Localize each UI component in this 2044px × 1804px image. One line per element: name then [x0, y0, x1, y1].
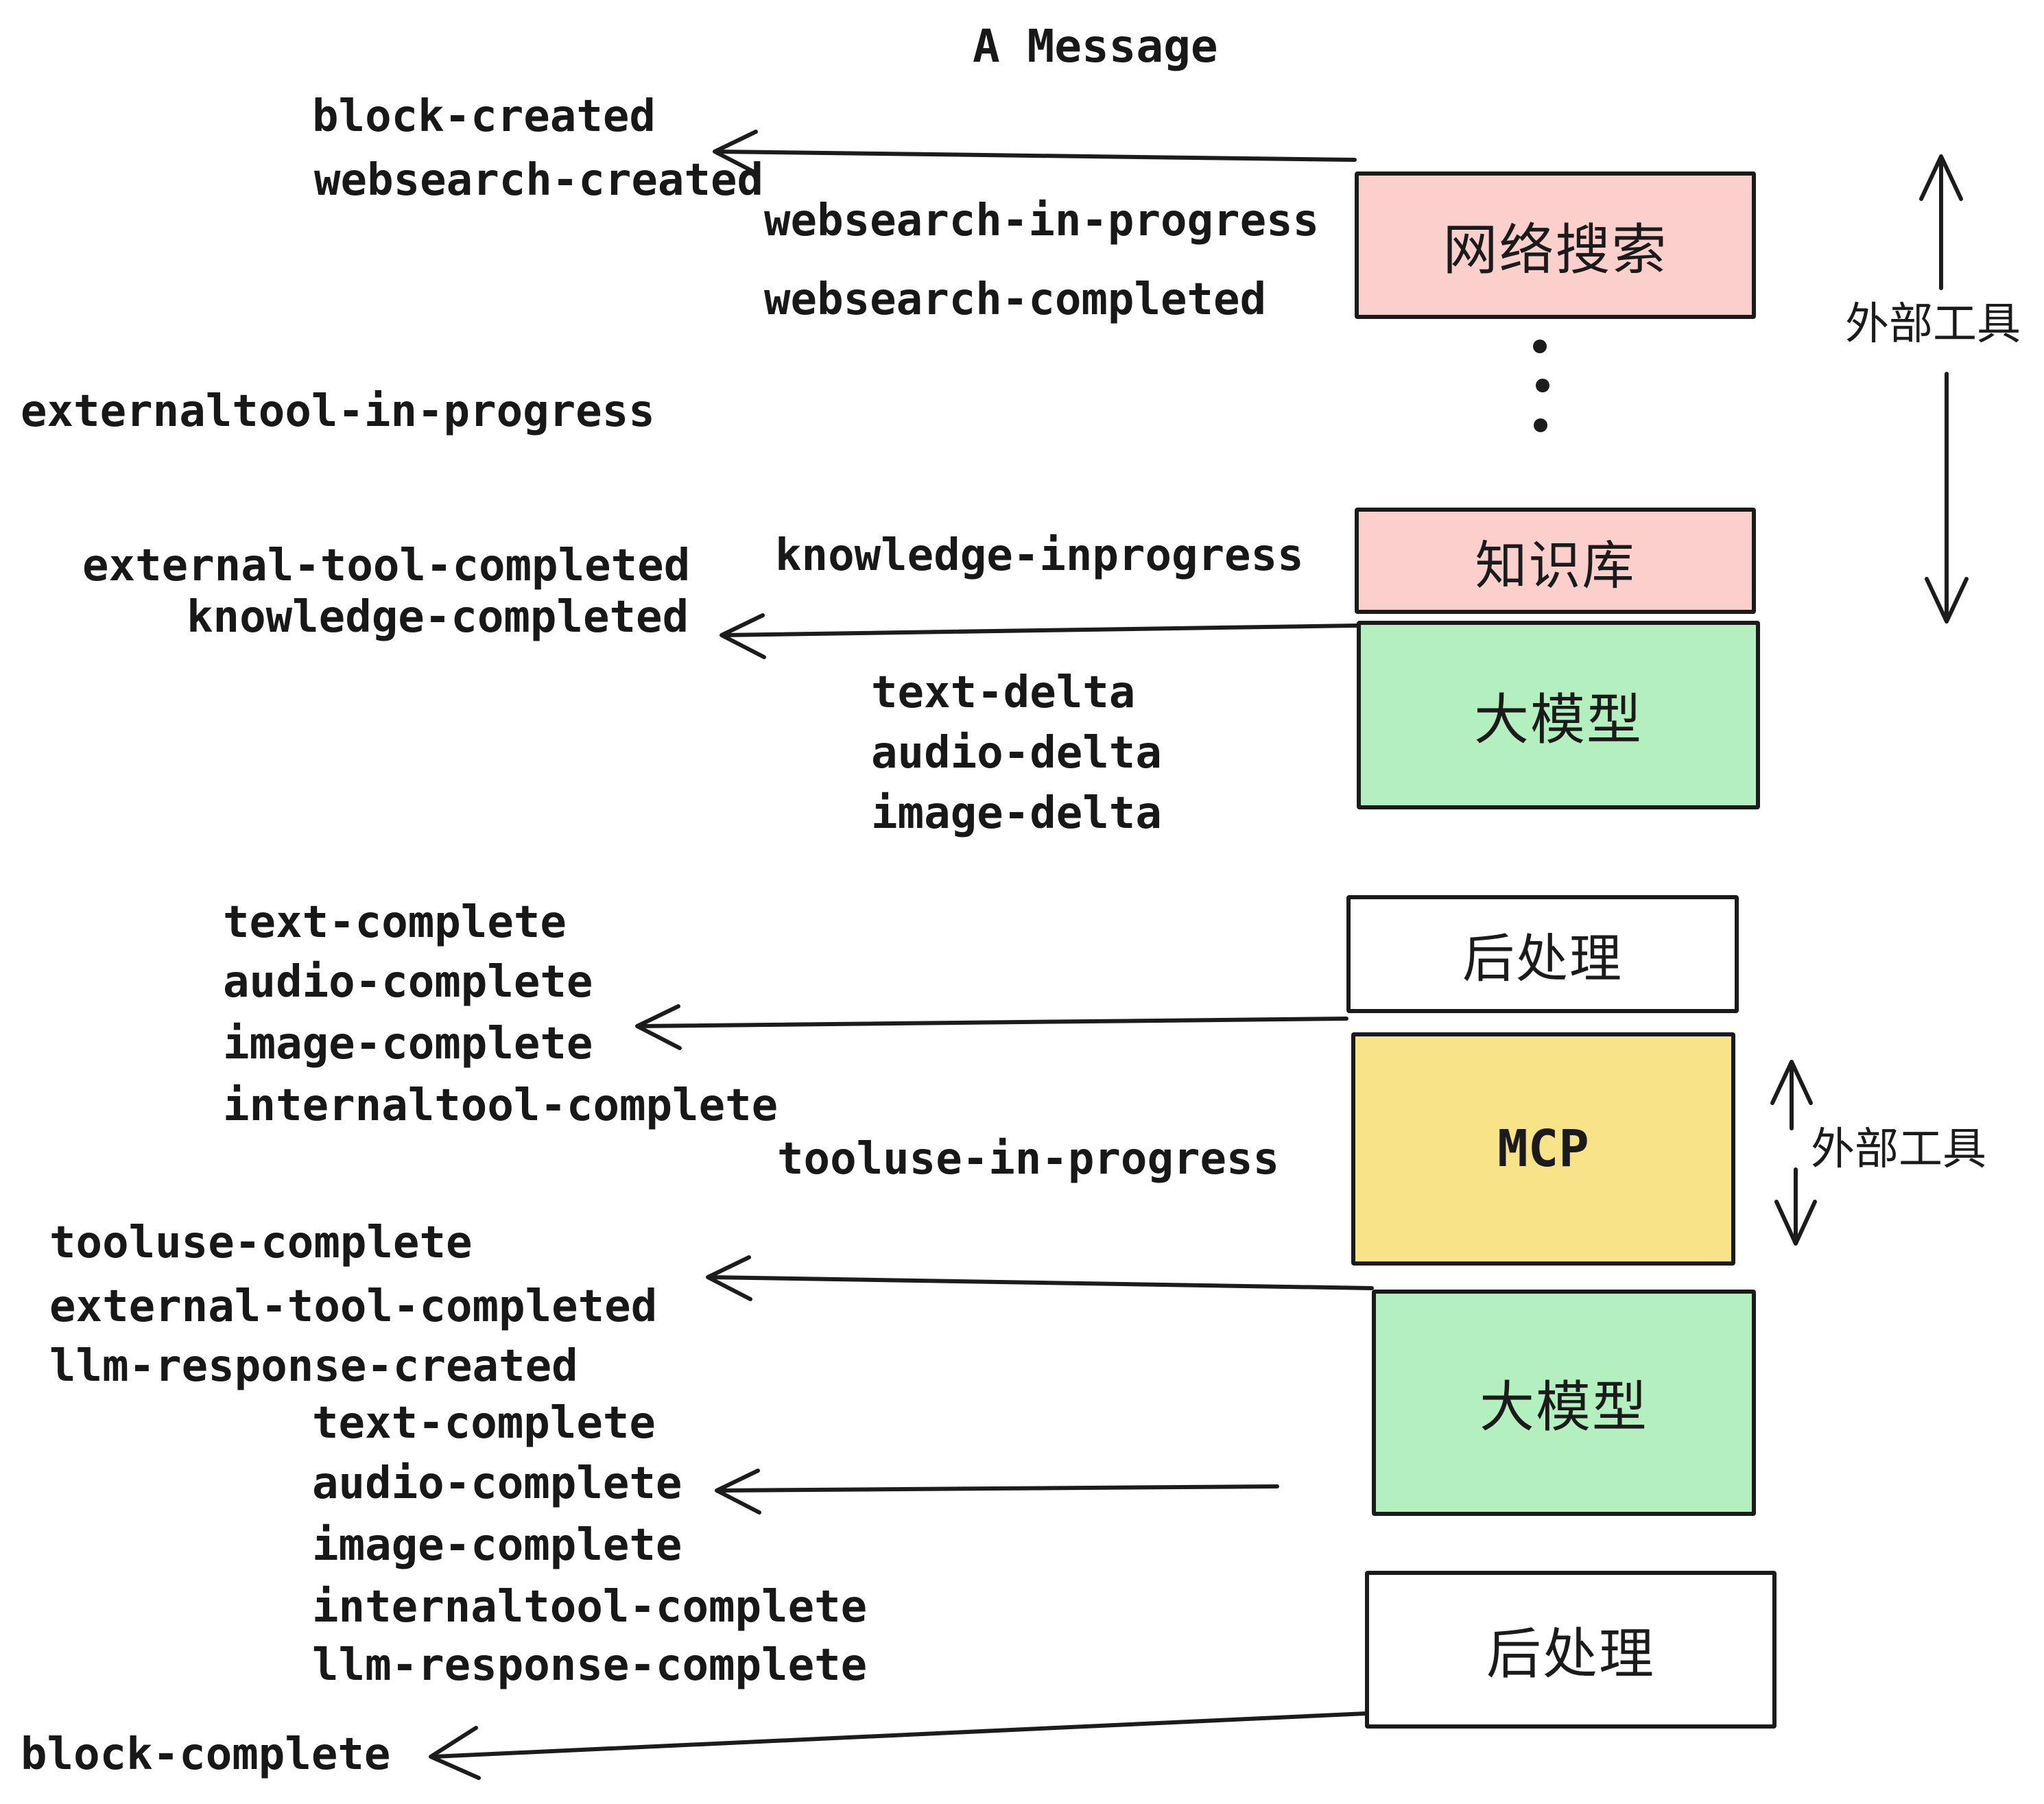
event-label-external-tool-completed-2: external-tool-completed	[49, 1281, 658, 1332]
node-postprocess-1-label: 后处理	[1462, 930, 1623, 988]
node-postprocess-2-label: 后处理	[1486, 1624, 1655, 1685]
event-label-text-complete-2: text-complete	[312, 1398, 656, 1449]
arrow-to-knowledge-completed	[720, 613, 1359, 659]
event-label-external-tool-completed-1: external-tool-completed	[82, 541, 691, 591]
arrow-to-audio-complete	[715, 1469, 1279, 1515]
event-label-knowledge-completed: knowledge-completed	[187, 592, 689, 643]
event-label-text-complete-1: text-complete	[223, 897, 567, 948]
diagram-title: A Message	[973, 20, 1218, 73]
arrow-to-block-complete	[429, 1711, 1368, 1780]
event-label-websearch-created: websearch-created	[314, 155, 764, 206]
event-label-image-complete-1: image-complete	[223, 1019, 593, 1069]
external-tools-span-arrow-2	[1770, 1060, 1817, 1246]
event-label-llm-response-complete: llm-response-complete	[312, 1640, 868, 1691]
event-label-llm-response-created: llm-response-created	[49, 1341, 578, 1392]
event-label-tooluse-in-progress: tooluse-in-progress	[777, 1134, 1280, 1185]
node-websearch-label: 网络搜索	[1442, 219, 1668, 281]
node-knowledge: 知识库	[1355, 508, 1756, 614]
event-label-knowledge-inprogress: knowledge-inprogress	[775, 530, 1304, 581]
event-label-websearch-completed: websearch-completed	[764, 274, 1267, 325]
event-label-audio-complete-2: audio-complete	[312, 1458, 682, 1509]
ellipsis-dots	[1533, 340, 1549, 432]
node-websearch: 网络搜索	[1355, 171, 1756, 319]
node-llm-1-label: 大模型	[1474, 689, 1643, 750]
node-llm-2-label: 大模型	[1479, 1377, 1648, 1438]
node-mcp-label: MCP	[1497, 1119, 1589, 1178]
event-label-externaltool-in-progress: externaltool-in-progress	[21, 386, 655, 437]
arrow-to-block-created	[713, 130, 1357, 176]
event-label-image-delta-1: image-delta	[871, 788, 1162, 839]
event-label-websearch-in-progress: websearch-in-progress	[764, 195, 1320, 246]
node-postprocess-1: 后处理	[1346, 895, 1739, 1013]
external-tools-span-arrow-1	[1919, 154, 1969, 624]
node-postprocess-2: 后处理	[1365, 1571, 1776, 1729]
node-llm-2: 大模型	[1372, 1290, 1756, 1516]
side-label-external-tools-2: 外部工具	[1811, 1124, 1986, 1174]
node-mcp: MCP	[1351, 1032, 1735, 1266]
arrow-to-image-complete	[635, 1004, 1348, 1050]
arrow-to-tooluse-complete	[706, 1255, 1374, 1301]
event-label-internaltool-complete-1: internaltool-complete	[223, 1080, 779, 1131]
event-label-audio-complete-1: audio-complete	[223, 957, 593, 1008]
event-label-block-created: block-created	[312, 91, 656, 142]
side-label-external-tools-1: 外部工具	[1845, 299, 2021, 348]
event-label-audio-delta-1: audio-delta	[871, 728, 1162, 779]
event-label-block-complete: block-complete	[21, 1729, 391, 1780]
node-knowledge-label: 知识库	[1475, 536, 1636, 595]
event-label-image-complete-2: image-complete	[312, 1520, 682, 1571]
event-label-internaltool-complete-2: internaltool-complete	[312, 1582, 868, 1633]
event-label-tooluse-complete: tooluse-complete	[49, 1218, 473, 1268]
node-llm-1: 大模型	[1357, 621, 1760, 809]
event-label-text-delta-1: text-delta	[871, 667, 1136, 718]
